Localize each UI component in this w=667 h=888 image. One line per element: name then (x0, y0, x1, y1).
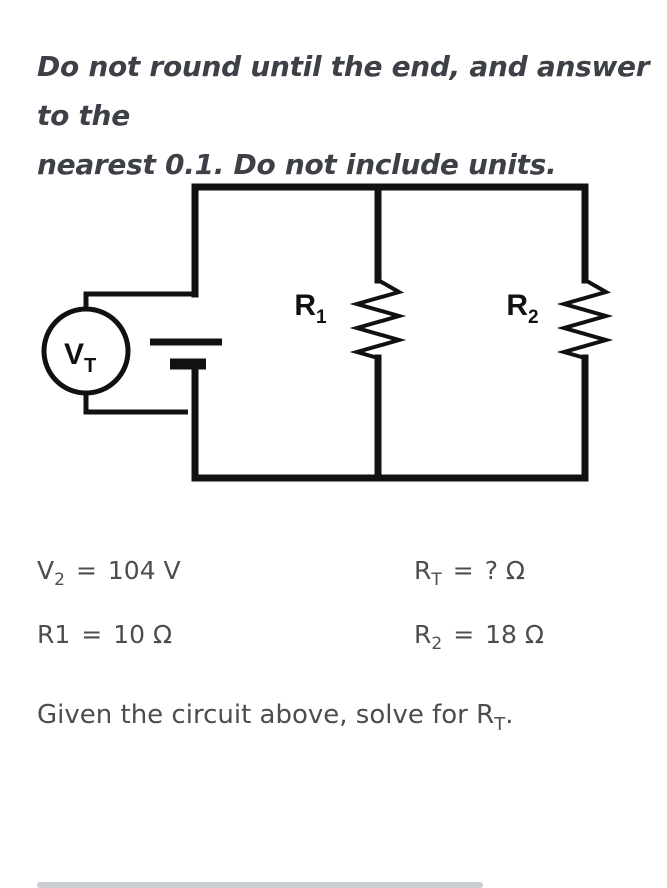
instructions: Do not round until the end, and answer t… (37, 42, 657, 189)
given-r1-name: R1 (37, 620, 71, 649)
voltmeter-subscript: T (84, 355, 96, 377)
instructions-line-1: Do not round until the end, and answer t… (37, 50, 650, 132)
given-r1: R1 = 10 Ω (37, 620, 172, 649)
given-r2-subscript: 2 (431, 634, 443, 654)
given-v2-equals: = (75, 556, 97, 585)
given-rt-subscript: T (431, 570, 442, 590)
question-prompt: Given the circuit above, solve for RT. (37, 700, 514, 734)
given-v2-subscript: 2 (54, 570, 65, 590)
given-v2: V2 = 104 V (37, 556, 181, 589)
given-rt-value: ? Ω (484, 556, 526, 585)
given-r2-equals: = (453, 620, 475, 649)
given-v2-value: 104 V (107, 556, 181, 585)
question-prompt-text: Given the circuit above, solve for R (37, 700, 495, 730)
voltmeter-label: V (64, 338, 84, 371)
r2-label-letter: R (506, 289, 528, 322)
resistor-r1-symbol (349, 278, 407, 360)
battery-symbol (150, 338, 222, 370)
r1-label-letter: R (294, 289, 316, 322)
given-r1-equals: = (81, 620, 103, 649)
instructions-line-2: nearest 0.1. Do not include units. (37, 148, 557, 181)
given-rt-name: R (414, 556, 432, 585)
answer-input-edge[interactable] (37, 882, 483, 888)
given-r2-value: 18 Ω (485, 620, 545, 649)
question-prompt-subscript: T (494, 714, 506, 735)
bottom-wire (191, 354, 589, 482)
question-prompt-end: . (505, 700, 514, 730)
given-rt: RT = ? Ω (414, 556, 526, 589)
voltmeter-vt: V T (41, 306, 131, 396)
r1-label: R 1 (294, 289, 327, 328)
given-r2: R2 = 18 Ω (414, 620, 545, 653)
r1-label-subscript: 1 (316, 307, 327, 328)
given-v2-name: V (37, 556, 55, 585)
given-r1-value: 10 Ω (113, 620, 173, 649)
r2-label-subscript: 2 (528, 307, 539, 328)
r2-label: R 2 (506, 289, 538, 328)
resistor-r2-symbol (556, 278, 614, 360)
outer-wire (191, 183, 589, 298)
given-r2-name: R (414, 620, 432, 649)
given-rt-equals: = (452, 556, 474, 585)
